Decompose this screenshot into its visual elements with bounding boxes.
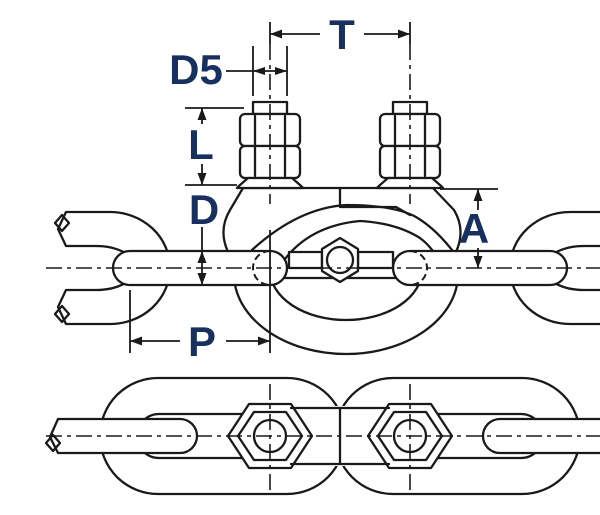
link-through-clamp-arc — [278, 219, 442, 268]
bolt-centerline — [269, 384, 411, 490]
plan-view — [44, 376, 600, 496]
dimension-l: L — [185, 107, 244, 186]
dim-label-t: T — [329, 16, 355, 58]
technical-drawing-canvas: T D5 L D A P — [44, 16, 600, 496]
hidden-link-end-arc — [252, 250, 271, 286]
clamp-tab-left — [287, 250, 324, 270]
dim-label-l: L — [188, 121, 214, 168]
link-through-clamp-arc — [250, 203, 460, 260]
clamp-tab-right — [356, 250, 395, 270]
break-notch-icon — [44, 433, 62, 453]
side-view — [46, 22, 600, 356]
dim-label-d: D — [189, 186, 219, 233]
stud-centerline — [269, 44, 411, 204]
dimension-t: T — [270, 16, 410, 58]
center-bolt-bore — [325, 245, 355, 275]
right-stud-assembly — [375, 100, 445, 190]
dimension-d5: D5 — [169, 46, 288, 96]
dim-label-a: A — [459, 205, 489, 252]
left-broken-bar — [48, 417, 199, 455]
stud-washer — [375, 176, 445, 190]
stud-washer — [235, 176, 305, 190]
nut-facet-lines — [253, 114, 287, 178]
dim-label-d5: D5 — [169, 46, 223, 93]
break-notch-icon — [53, 213, 71, 324]
dimension-p: P — [129, 230, 271, 365]
nut-facet-lines — [393, 114, 427, 178]
chain-attachment-drawing: T D5 L D A P — [40, 16, 600, 499]
dimension-a: A — [440, 188, 498, 268]
stud-centerline-tick — [269, 22, 411, 44]
dimension-d: D — [189, 186, 219, 285]
dim-label-p: P — [188, 318, 216, 365]
